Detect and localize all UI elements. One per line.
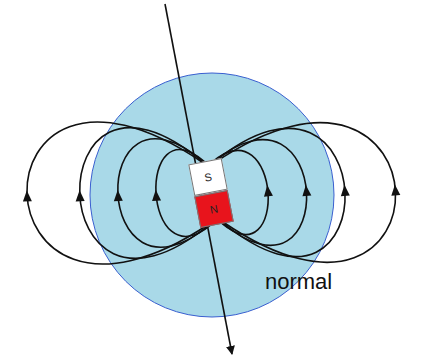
field-arrowhead xyxy=(301,185,311,197)
field-arrowhead xyxy=(263,185,273,197)
field-arrowhead xyxy=(390,184,400,196)
field-line xyxy=(213,128,345,256)
pole-letter: N xyxy=(209,203,219,215)
field-arrowhead xyxy=(340,184,350,196)
earth-circle xyxy=(90,73,334,317)
field-arrowhead xyxy=(22,190,32,201)
field-arrowhead xyxy=(75,190,85,201)
field-line xyxy=(214,123,396,263)
magnet-north-pole: N xyxy=(194,190,233,228)
field-line xyxy=(27,122,209,264)
field-arrowhead xyxy=(151,189,161,201)
normal-arrow xyxy=(165,4,232,354)
pole-letter: S xyxy=(203,171,212,183)
field-arrowhead xyxy=(113,190,123,202)
axis-label: normal xyxy=(265,270,332,294)
field-line xyxy=(80,128,210,259)
